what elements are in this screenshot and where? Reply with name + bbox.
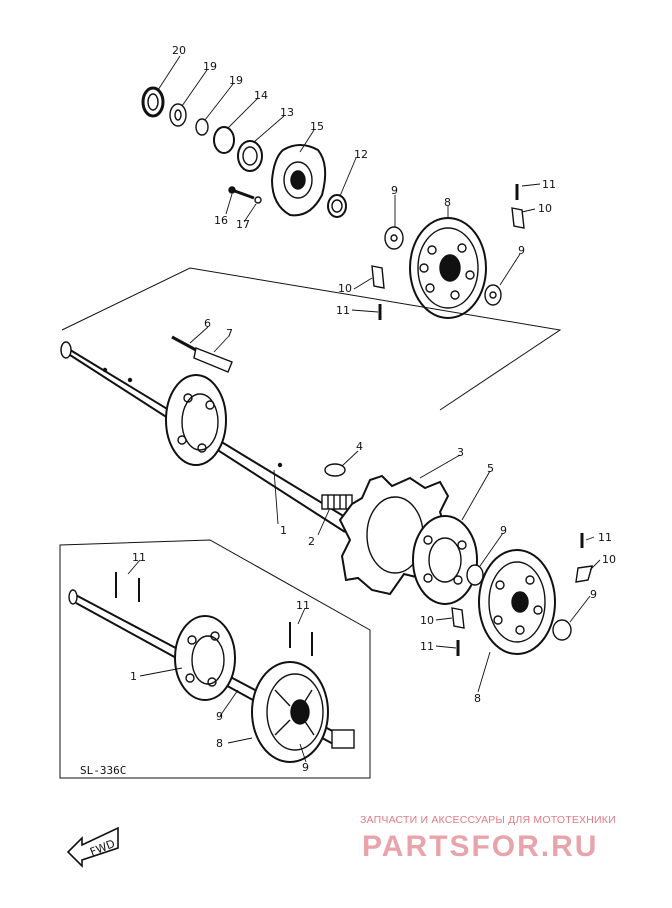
callout-8c: 8 (216, 737, 223, 750)
callout-5: 5 (487, 462, 494, 475)
spline-2 (321, 494, 353, 510)
washer-17 (254, 196, 262, 204)
callout-9a: 9 (391, 184, 398, 197)
bearing-13 (237, 140, 263, 172)
bolt-16 (228, 186, 255, 200)
callout-11d: 11 (420, 640, 434, 653)
stay-plate-7 (193, 347, 233, 373)
callout-9f: 9 (302, 761, 309, 774)
inset-bolts-11-right (289, 622, 313, 656)
plate-9-right-lower (552, 619, 572, 641)
callout-7: 7 (226, 327, 233, 340)
callout-13: 13 (280, 106, 294, 119)
callout-1b: 1 (130, 670, 137, 683)
lock-washer-10-top (511, 207, 525, 229)
forward-arrow-icon (66, 826, 119, 868)
bearing-housing-15 (270, 144, 327, 217)
callout-8a: 8 (444, 196, 451, 209)
callout-9b: 9 (518, 244, 525, 257)
callout-11c: 11 (598, 531, 612, 544)
circlip-14 (213, 126, 235, 154)
callout-8b: 8 (474, 692, 481, 705)
leader-lines (127, 55, 601, 763)
drive-wheel-5 (412, 515, 478, 605)
callout-14: 14 (254, 89, 268, 102)
callout-12: 12 (354, 148, 368, 161)
lock-washer-10-right (575, 565, 593, 583)
collar-19 (169, 103, 187, 127)
callout-19b: 19 (229, 74, 243, 87)
callout-10a: 10 (538, 202, 552, 215)
callout-4: 4 (356, 440, 363, 453)
callout-9e: 9 (216, 710, 223, 723)
lock-washer-10-mid (451, 607, 465, 629)
idler-wheel-8-top (409, 217, 487, 319)
idler-wheel-8-mid (478, 549, 556, 655)
spacer-19 (195, 118, 209, 136)
callout-20: 20 (172, 44, 186, 57)
inset-bolts-11-left (115, 572, 140, 602)
watermark-tagline: ЗАПЧАСТИ И АКСЕССУАРЫ ДЛЯ МОТОТЕХНИКИ (360, 814, 616, 826)
callout-17: 17 (236, 218, 250, 231)
callout-11e: 11 (132, 551, 146, 564)
bearing-12 (327, 194, 347, 218)
plate-9-right (484, 284, 502, 306)
callout-10b: 10 (338, 282, 352, 295)
idler-hub-wheel (165, 374, 227, 466)
inset-idler-wheel-8 (251, 661, 329, 763)
callout-3: 3 (457, 446, 464, 459)
callout-10d: 10 (420, 614, 434, 627)
inset-spline-end (331, 729, 355, 749)
plate-9-top (384, 226, 404, 250)
callout-2: 2 (308, 535, 315, 548)
callout-11f: 11 (296, 599, 310, 612)
callout-19a: 19 (203, 60, 217, 73)
inset-hub-wheel (174, 615, 236, 701)
callout-11a: 11 (542, 178, 556, 191)
oil-seal-20 (141, 86, 165, 118)
callout-10c: 10 (602, 553, 616, 566)
callout-6: 6 (204, 317, 211, 330)
callout-11b: 11 (336, 304, 350, 317)
callout-9d: 9 (590, 588, 597, 601)
diagram-code: SL-336C (80, 764, 126, 777)
callout-9c: 9 (500, 524, 507, 537)
key-4 (324, 463, 346, 477)
lock-washer-10-left (371, 265, 385, 289)
bolt-6 (171, 335, 197, 352)
inset-frame (59, 539, 371, 779)
callout-16: 16 (214, 214, 228, 227)
plate-9-mid (466, 564, 484, 586)
watermark-brand: PARTSFOR.RU (362, 830, 599, 863)
guide-outline-top (61, 267, 562, 411)
callout-1: 1 (280, 524, 287, 537)
callout-15: 15 (310, 120, 324, 133)
